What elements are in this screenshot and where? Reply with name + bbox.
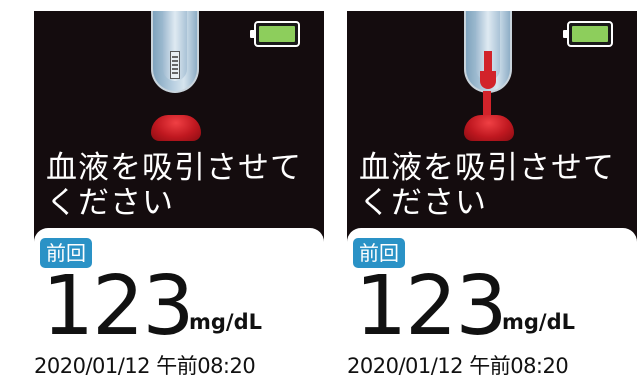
battery-level-fill: [259, 26, 295, 42]
meter-screen-2: 血液を吸引させて ください 前回 123 mg/dL 2020/01/12 午前…: [347, 11, 637, 377]
blood-stream: [483, 91, 491, 121]
blood-drop-icon: [151, 115, 201, 141]
instruction-message: 血液を吸引させて ください: [359, 151, 629, 221]
last-result-datetime: 2020/01/12 午前08:20: [347, 354, 569, 377]
last-result-datetime: 2020/01/12 午前08:20: [34, 354, 256, 377]
test-strip-icon: [151, 11, 199, 93]
instruction-line-2: ください: [46, 185, 174, 221]
blood-drop-icon: [464, 115, 514, 141]
last-result-badge: 前回: [40, 238, 92, 268]
last-result-badge: 前回: [353, 238, 405, 268]
last-result-card: 前回 123 mg/dL 2020/01/12 午前08:20: [347, 228, 637, 377]
last-result-value: 123: [355, 259, 508, 354]
last-result-unit: mg/dL: [502, 310, 575, 334]
strip-blood-tip: [480, 71, 496, 89]
instruction-line-1: 血液を吸引させて: [359, 150, 615, 186]
battery-level-fill: [572, 26, 608, 42]
strip-sensor: [170, 51, 180, 79]
instruction-message: 血液を吸引させて ください: [46, 151, 316, 221]
last-result-value: 123: [42, 259, 195, 354]
last-result-unit: mg/dL: [189, 310, 262, 334]
last-result-card: 前回 123 mg/dL 2020/01/12 午前08:20: [34, 228, 324, 377]
instruction-line-2: ください: [359, 185, 487, 221]
instruction-line-1: 血液を吸引させて: [46, 150, 302, 186]
battery-icon: [250, 21, 300, 47]
battery-icon: [563, 21, 613, 47]
meter-screen-1: 血液を吸引させて ください 前回 123 mg/dL 2020/01/12 午前…: [34, 11, 324, 377]
strip-blood-fill: [484, 51, 492, 73]
test-strip-icon: [464, 11, 512, 93]
